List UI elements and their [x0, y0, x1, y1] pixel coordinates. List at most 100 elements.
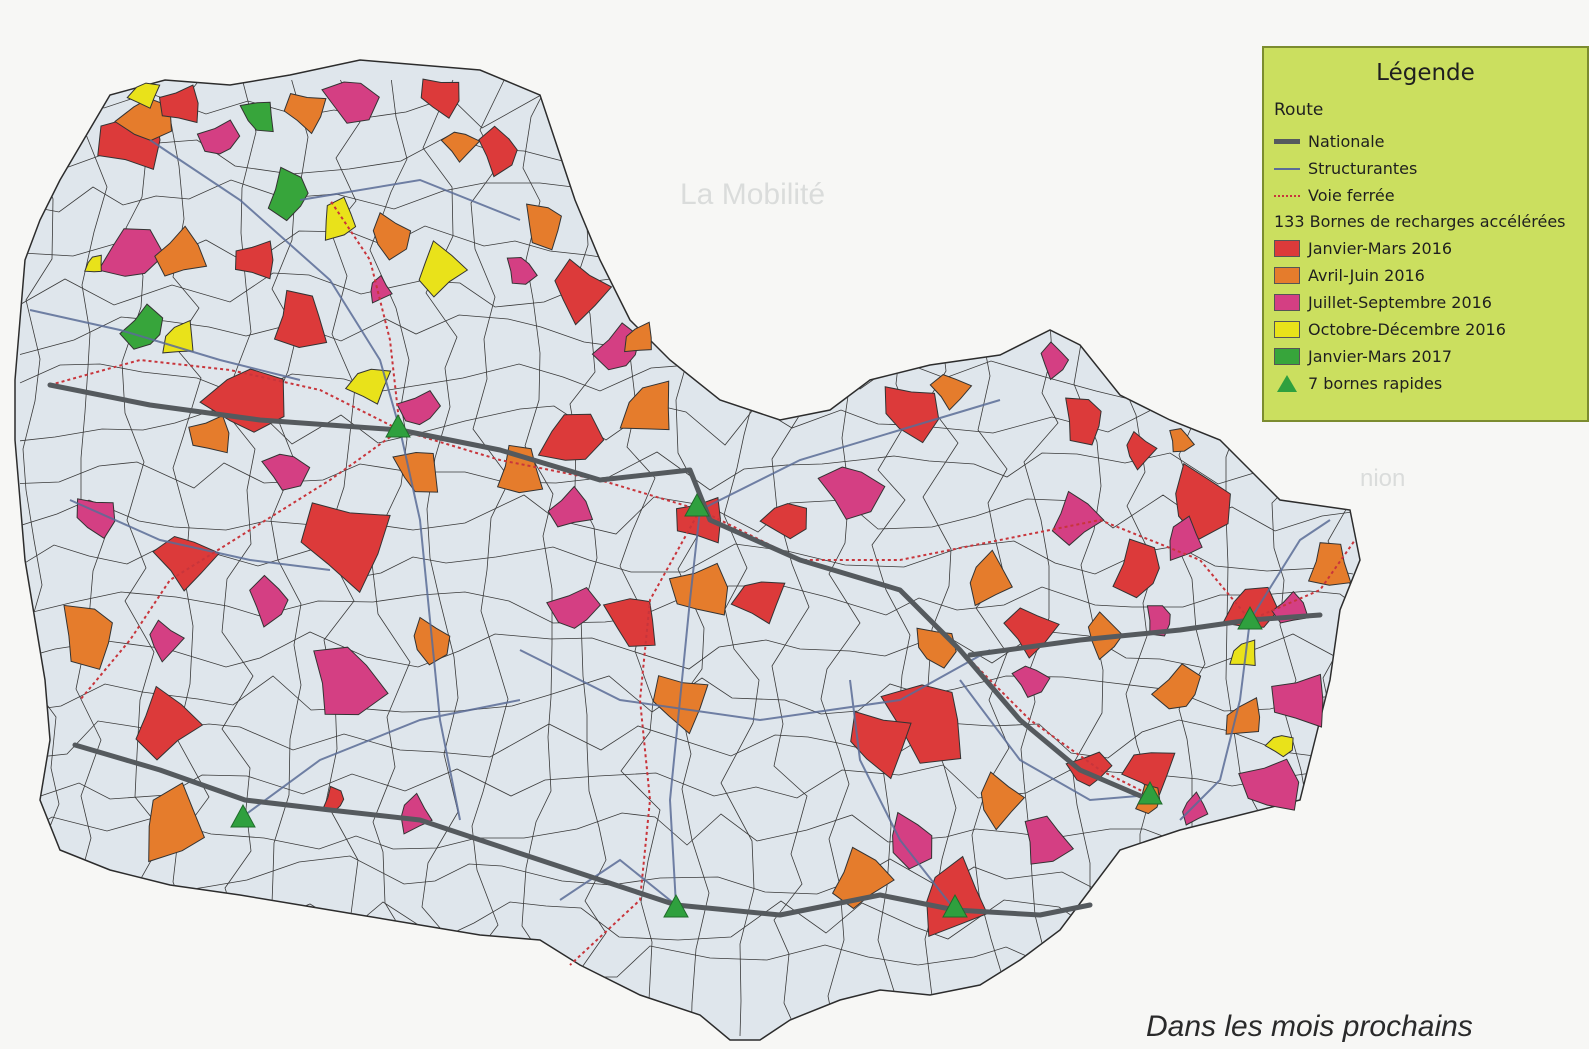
- background-ghost-text-2: nion: [1360, 465, 1406, 492]
- commune-region: [1040, 341, 1070, 381]
- commune-region: [149, 619, 185, 663]
- nationale-line-icon: [1274, 139, 1308, 144]
- legend-label-period: Juillet-Septembre 2016: [1308, 293, 1492, 312]
- commune-region: [370, 274, 393, 304]
- road-structurante: [849, 679, 956, 911]
- commune-region: [1229, 639, 1256, 667]
- commune-region: [880, 684, 962, 764]
- commune-region: [196, 119, 241, 155]
- fast-charger-icon: [385, 413, 411, 438]
- commune-region: [980, 771, 1026, 831]
- color-swatch-icon: [1274, 267, 1300, 284]
- commune-region: [759, 502, 808, 540]
- commune-region: [154, 225, 208, 277]
- commune-region: [372, 212, 412, 261]
- road-nationale: [72, 742, 1093, 918]
- road-structurante: [29, 309, 301, 381]
- commune-region: [926, 855, 988, 938]
- commune-region: [1065, 397, 1102, 446]
- commune-region: [546, 586, 602, 629]
- road-structurante: [69, 499, 331, 571]
- commune-region: [249, 574, 289, 628]
- color-swatch-icon: [1274, 294, 1300, 311]
- commune-region: [420, 78, 460, 119]
- commune-region: [624, 321, 652, 353]
- commune-region: [440, 131, 481, 163]
- commune-regions-layer: [63, 78, 1352, 938]
- commune-region: [313, 646, 389, 716]
- legend-row-structurantes: Structurantes: [1274, 155, 1577, 182]
- legend-row-period: Juillet-Septembre 2016: [1274, 289, 1577, 316]
- commune-region: [506, 256, 538, 285]
- commune-region: [1307, 542, 1352, 586]
- commune-region: [418, 240, 469, 298]
- commune-region: [97, 228, 165, 277]
- commune-region: [1011, 665, 1051, 699]
- color-swatch-icon: [1274, 240, 1300, 257]
- commune-region: [1051, 490, 1105, 546]
- legend-label-structurantes: Structurantes: [1308, 159, 1418, 178]
- commune-region: [321, 81, 380, 124]
- commune-region: [283, 93, 327, 135]
- commune-region: [199, 368, 285, 433]
- commune-region: [267, 166, 309, 222]
- road-structurante: [699, 399, 1001, 511]
- commune-region: [1182, 791, 1209, 826]
- commune-region: [392, 451, 439, 493]
- road-nationale: [47, 382, 1153, 803]
- commune-region: [1024, 815, 1075, 865]
- commune-region: [1150, 663, 1202, 710]
- road-structurante: [1249, 519, 1331, 621]
- legend-label-period: Octobre-Décembre 2016: [1308, 320, 1506, 339]
- commune-region: [119, 303, 164, 350]
- commune-region: [668, 562, 729, 616]
- commune-region: [537, 413, 605, 461]
- legend-bornes-heading: 133 Bornes de recharges accélérées: [1274, 212, 1566, 231]
- legend-label-period: Janvier-Mars 2017: [1308, 347, 1453, 366]
- commune-border-line: [270, 79, 309, 1040]
- commune-region: [396, 390, 442, 426]
- commune-border-line: [19, 764, 1359, 804]
- territory-layer: [14, 59, 1361, 1041]
- commune-region: [652, 675, 709, 735]
- commune-border-line: [470, 79, 511, 1035]
- commune-region: [1169, 428, 1196, 453]
- legend-label-fast-chargers: 7 bornes rapides: [1308, 374, 1443, 393]
- commune-region: [526, 203, 562, 251]
- railway-line: [959, 649, 1151, 796]
- road-nationale: [967, 612, 1323, 658]
- roads-layer: [29, 139, 1356, 966]
- legend-title: Légende: [1376, 60, 1475, 86]
- commune-region: [817, 466, 886, 520]
- commune-border-line: [19, 451, 1357, 491]
- commune-region: [188, 414, 230, 454]
- commune-region: [554, 258, 613, 326]
- commune-region: [1112, 538, 1160, 599]
- commune-region: [76, 498, 116, 539]
- color-swatch-icon: [1274, 348, 1300, 365]
- legend-row-period: Octobre-Décembre 2016: [1274, 316, 1577, 343]
- commune-region: [148, 782, 206, 863]
- railway-line: [569, 509, 701, 966]
- commune-region: [1003, 607, 1060, 659]
- legend-label-voie-ferree: Voie ferrée: [1308, 186, 1395, 205]
- green-triangle-icon: [1277, 375, 1297, 392]
- legend-label-period: Janvier-Mars 2016: [1308, 239, 1453, 258]
- nationale-roads: [47, 382, 1323, 918]
- commune-region: [547, 485, 594, 528]
- commune-border-line: [19, 719, 1360, 760]
- fast-chargers-layer: [230, 413, 1263, 918]
- commune-border-line: [421, 79, 459, 1040]
- commune-region: [261, 453, 311, 491]
- road-structurante: [244, 699, 521, 816]
- road-structurante: [399, 429, 461, 821]
- commune-region: [478, 125, 518, 178]
- road-structurante: [559, 858, 677, 906]
- fast-charger-icon: [663, 893, 689, 918]
- commune-region: [344, 368, 392, 405]
- commune-region: [158, 84, 199, 124]
- fast-charger-icon: [684, 492, 710, 517]
- commune-region: [730, 581, 786, 625]
- structurantes-roads: [29, 139, 1331, 911]
